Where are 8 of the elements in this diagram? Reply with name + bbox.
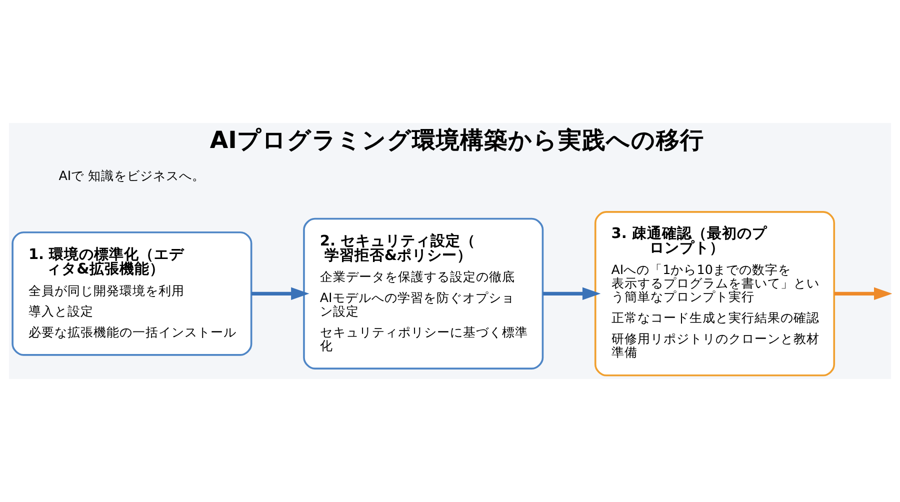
label: AIで 知識をビジネスへ。 xyxy=(58,168,206,183)
arrow xyxy=(251,287,310,300)
node-box: 3. 疎通確認（最初のプロンプト） AIへの「1から10までの数字を表示するプログラムを書いて」という簡単なプロンプト実行 正常なコード生成と実行結果の確認 研修用リポジトリのクローンと教材準備 xyxy=(594,211,836,376)
arrow xyxy=(542,287,601,300)
diagram-title: AIプログラミング環境構築から実践への移行 xyxy=(210,126,704,154)
arrow xyxy=(834,287,892,300)
node-box: 1. 環境の標準化（エディタ&拡張機能） 全員が同じ開発環境を利用 導入と設定 必要な拡張機能の一括インストール xyxy=(12,231,252,356)
node-box: 2. セキュリティ設定（学習拒否&ポリシー） 企業データを保護する設定の徹底 AIモデルへの学習を防ぐオプション設定 セキュリティポリシーに基づく標準化 xyxy=(303,218,544,370)
